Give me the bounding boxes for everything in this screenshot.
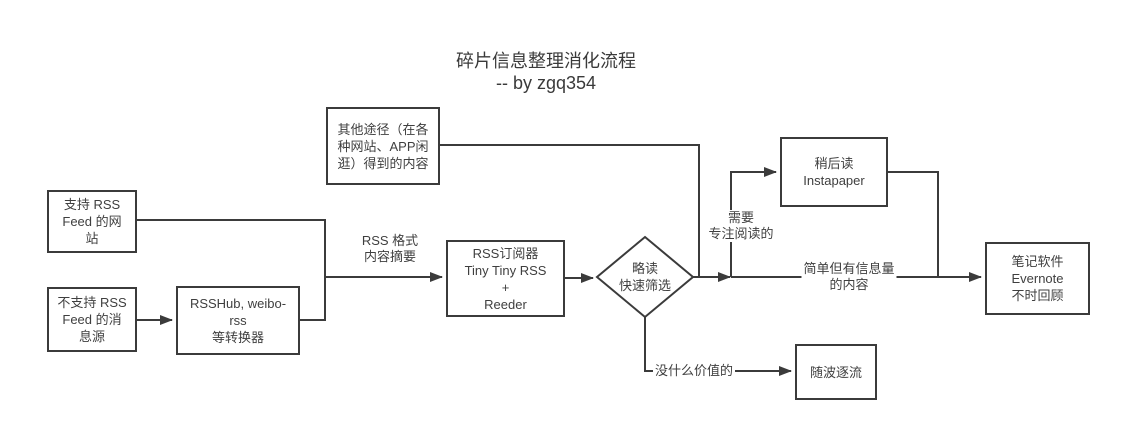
edge-label-worthless: 没什么价值的 <box>652 363 736 379</box>
node-filter-decision: 略读 快速筛选 <box>597 260 693 294</box>
label-line: RSS订阅器 <box>472 245 539 261</box>
node-rss-sites: 支持 RSS Feed 的网 站 <box>47 190 137 253</box>
filter-decision-diamond <box>595 235 695 319</box>
node-other-sources: 其他途径（在各 种网站、APP闲 逛）得到的内容 <box>326 107 440 185</box>
label-line: Feed 的消 <box>62 312 122 327</box>
node-converter: RSSHub, weibo- rss 等转换器 <box>176 286 300 355</box>
edge-label-focused-reading: 需要 专注阅读的 <box>706 210 776 242</box>
label-line: 不时回顾 <box>1011 288 1064 303</box>
edge-filter-to-drift <box>644 317 792 376</box>
node-non-rss-sources: 不支持 RSS Feed 的消 息源 <box>47 287 137 352</box>
label-line: 快速筛选 <box>618 278 671 293</box>
node-rss-reader: RSS订阅器 Tiny Tiny RSS + Reeder <box>446 240 565 317</box>
label-line: 支持 RSS <box>63 197 121 212</box>
label-line: 笔记软件 <box>1011 254 1064 269</box>
label-line: Evernote <box>1011 271 1064 286</box>
node-drift: 随波逐流 <box>795 344 877 400</box>
label-line: 稍后读 <box>814 156 854 171</box>
label-line: 需要 <box>727 210 755 225</box>
label-line: Tiny Tiny RSS <box>464 262 547 278</box>
diagram-title: 碎片信息整理消化流程 -- by zgq354 <box>381 50 711 94</box>
edge-label-informative: 简单但有信息量 的内容 <box>801 261 897 293</box>
label-line: RSSHub, weibo- <box>189 296 287 311</box>
node-read-later: 稍后读 Instapaper <box>780 137 888 207</box>
label-line: 内容摘要 <box>363 249 416 264</box>
label-line: 逛）得到的内容 <box>337 155 429 171</box>
label-line: 不支持 RSS <box>57 295 127 310</box>
label-line: 随波逐流 <box>809 364 862 380</box>
label-line: Reeder <box>484 296 527 312</box>
edge-other-to-main <box>440 144 700 277</box>
diagram-author: -- by zgq354 <box>495 73 597 93</box>
edge-label-rss-format: RSS 格式 内容摘要 <box>359 233 421 265</box>
label-line: rss <box>229 313 247 328</box>
label-line: 息源 <box>78 329 105 344</box>
label-line: 站 <box>85 231 99 246</box>
edge-sources-merge <box>137 219 326 321</box>
label-line: 种网站、APP闲 <box>337 138 429 154</box>
label-line: Instapaper <box>803 173 865 188</box>
label-line: 简单但有信息量 <box>803 261 895 276</box>
diagram-title-text: 碎片信息整理消化流程 <box>456 51 636 71</box>
label-line: Feed 的网 <box>62 214 122 229</box>
label-line: 专注阅读的 <box>708 226 774 241</box>
label-line: 的内容 <box>829 277 869 292</box>
node-notes-software: 笔记软件 Evernote 不时回顾 <box>985 242 1090 315</box>
label-line: 等转换器 <box>211 330 264 345</box>
label-line: 没什么价值的 <box>654 363 734 378</box>
label-line: 其他途径（在各 <box>337 121 429 137</box>
label-line: RSS 格式 <box>361 233 419 248</box>
label-line: 略读 <box>631 261 658 276</box>
edge-readlater-to-main <box>888 171 939 277</box>
edge-junction-to-readlater <box>730 167 777 277</box>
label-line: + <box>501 279 510 295</box>
